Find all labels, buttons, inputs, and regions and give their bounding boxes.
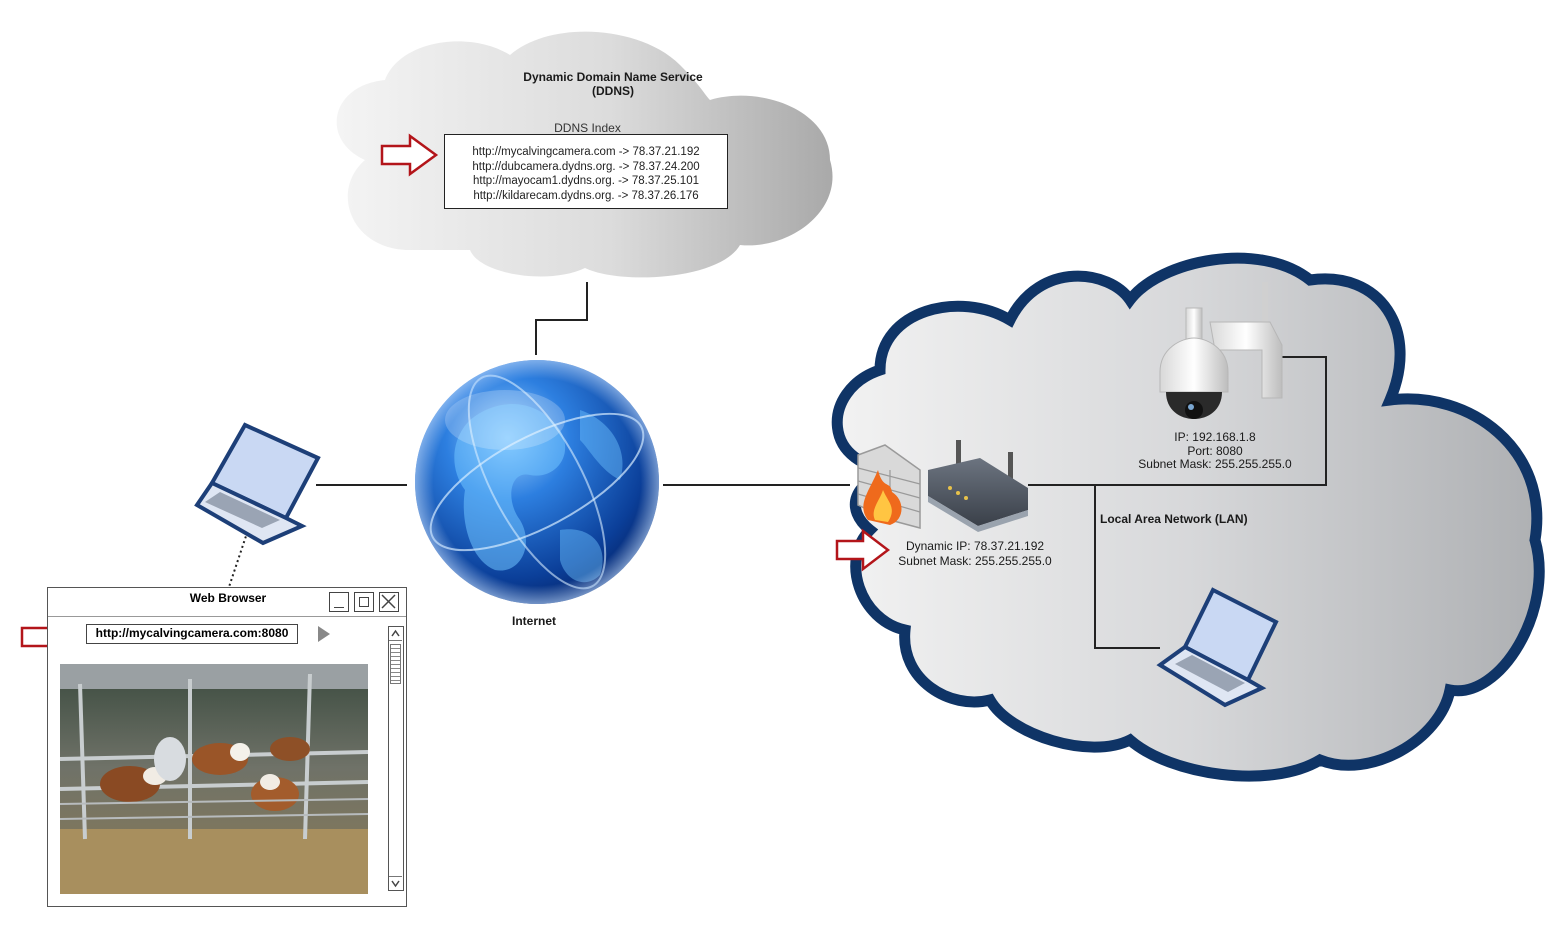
camera-subnet-mask: Subnet Mask: 255.255.255.0: [1138, 457, 1292, 471]
address-bar-input[interactable]: http://mycalvingcamera.com:8080: [86, 624, 298, 644]
router-info: Dynamic IP: 78.37.21.192 Subnet Mask: 25…: [880, 539, 1070, 569]
router-dynamic-ip: Dynamic IP: 78.37.21.192: [905, 539, 1045, 553]
scrollbar[interactable]: [388, 626, 404, 891]
scroll-thumb[interactable]: [390, 644, 401, 684]
ddns-index-table: http://mycalvingcamera.com -> 78.37.21.1…: [444, 134, 728, 209]
maximize-button[interactable]: [354, 592, 374, 612]
ddns-entry-arrow-icon: [380, 133, 439, 177]
ddns-index-label: DDNS Index: [554, 121, 621, 135]
ddns-title-line2: (DDNS): [592, 84, 634, 98]
ddns-entry: http://dubcamera.dydns.org. -> 78.37.24.…: [472, 160, 700, 173]
camera-port: Port: 8080: [1187, 443, 1243, 458]
router-subnet-mask: Subnet Mask: 255.255.255.0: [898, 554, 1052, 568]
client-laptop-icon: [194, 422, 321, 546]
chevron-up-icon: [391, 629, 400, 637]
lan-cloud: [831, 252, 1545, 782]
router-to-lan-laptop-line: [1045, 484, 1160, 649]
close-icon: [381, 594, 396, 609]
go-arrow-icon[interactable]: [316, 624, 332, 644]
lan-label: Local Area Network (LAN): [1100, 512, 1248, 526]
scroll-down-button[interactable]: [389, 876, 402, 890]
titlebar-divider: [48, 616, 406, 617]
router-ip-arrow-icon: [835, 528, 891, 572]
close-button[interactable]: [379, 592, 399, 612]
router-icon: [928, 440, 1028, 532]
camera-feed-image: [60, 664, 368, 894]
connection-lines: [316, 282, 1327, 649]
ddns-title: Dynamic Domain Name Service (DDNS): [488, 70, 738, 98]
camera-info: IP: 192.168.1.8 Port: 8080 Subnet Mask: …: [1120, 430, 1310, 472]
minimize-button[interactable]: [329, 592, 349, 612]
ddns-entry: http://kildarecam.dydns.org. -> 78.37.26…: [473, 189, 699, 202]
scroll-up-button[interactable]: [389, 627, 402, 641]
internet-globe-icon: [415, 360, 659, 604]
browser-title: Web Browser: [189, 591, 267, 605]
internet-label: Internet: [511, 614, 556, 628]
ddns-title-line1: Dynamic Domain Name Service: [523, 70, 703, 84]
ddns-entry: http://mayocam1.dydns.org. -> 78.37.25.1…: [473, 175, 699, 187]
ddns-to-internet-line: [535, 282, 588, 355]
web-browser-window: Web Browser http://mycalvingcamera.com:8…: [47, 587, 407, 907]
ip-camera-icon: [1159, 282, 1283, 419]
ddns-entry: http://mycalvingcamera.com -> 78.37.21.1…: [472, 146, 700, 158]
lan-laptop-icon: [1156, 587, 1279, 708]
barn-cattle-scene: [60, 664, 368, 894]
router-to-camera-line: [1028, 356, 1327, 486]
camera-ip: IP: 192.168.1.8: [1174, 430, 1256, 444]
firewall-icon: [857, 444, 921, 529]
chevron-down-icon: [391, 880, 400, 888]
